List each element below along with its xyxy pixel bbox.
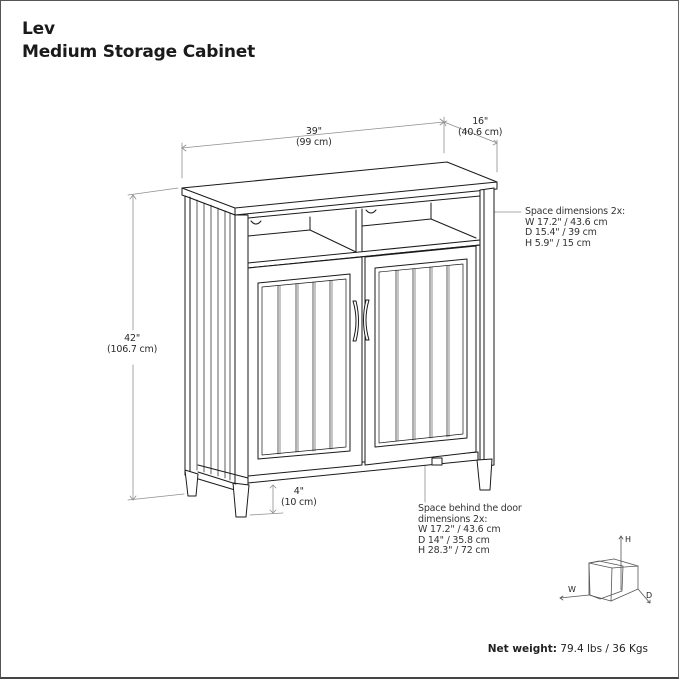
width-imperial: 39": [305, 126, 322, 137]
dimension-lines: [127, 116, 522, 516]
behind-door-title-1: Space behind the door: [418, 503, 522, 514]
cabinet-outline: [181, 161, 498, 518]
left-door-handle-icon: [352, 300, 359, 342]
axis-label-h: H: [625, 535, 632, 544]
open-shelf-height: H 5.9" / 15 cm: [525, 237, 591, 249]
depth-imperial: 16": [472, 116, 489, 127]
product-name: Medium Storage Cabinet: [22, 42, 256, 62]
right-door-handle-icon: [363, 299, 370, 341]
depth-metric: (40.6 cm): [458, 127, 503, 138]
axis-label-w: W: [568, 585, 576, 594]
behind-door-width: W 17.2" / 43.6 cm: [418, 524, 501, 536]
net-weight-label: Net weight:: [487, 643, 557, 655]
net-weight-value: 79.4 lbs / 36 Kgs: [556, 643, 648, 655]
behind-door-title-2: dimensions 2x:: [418, 513, 488, 525]
open-shelf-width: W 17.2" / 43.6 cm: [525, 216, 608, 228]
behind-door-depth: D 14" / 35.8 cm: [418, 534, 490, 546]
axis-label-d: D: [646, 591, 653, 600]
height-imperial: 42": [124, 333, 140, 344]
depth-dimension-label: 16" (40.6 cm): [458, 116, 502, 138]
clearance-metric: (10 cm): [281, 497, 317, 508]
height-dimension-label: 42" (106.7 cm): [107, 333, 157, 355]
brand-name: Lev: [22, 19, 55, 39]
height-metric: (106.7 cm): [107, 344, 158, 355]
net-weight: Net weight: 79.4 lbs / 36 Kgs: [488, 643, 648, 655]
leg-clearance-label: 4" (10 cm): [281, 486, 317, 508]
clearance-imperial: 4": [293, 486, 304, 497]
behind-door-annotation: Space behind the door dimensions 2x: W 1…: [418, 503, 522, 557]
behind-door-height: H 28.3" / 72 cm: [418, 545, 490, 557]
axis-cube-icon: [559, 535, 651, 604]
width-metric: (99 cm): [296, 137, 332, 148]
open-shelf-annotation: Space dimensions 2x: W 17.2" / 43.6 cm D…: [525, 206, 626, 249]
open-shelf-depth: D 15.4" / 39 cm: [525, 227, 597, 239]
open-shelf-title: Space dimensions 2x:: [525, 206, 626, 217]
width-dimension-label: 39" (99 cm): [296, 126, 332, 148]
page-title: Lev Medium Storage Cabinet: [22, 18, 255, 64]
